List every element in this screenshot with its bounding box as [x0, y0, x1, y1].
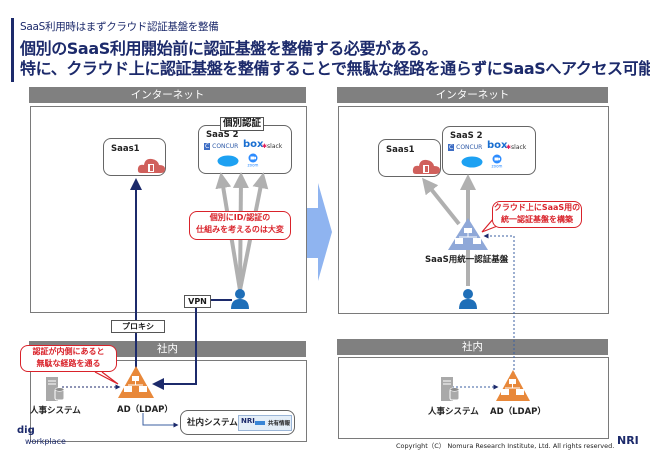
left-user-icon [231, 289, 249, 309]
slide-headline: 個別のSaaS利用開始前に認証基盤を整備する必要がある。 特に、クラウド上に認証… [20, 39, 650, 79]
unified-auth-icon [448, 218, 488, 250]
cloud-auth-callout: クラウド上にSaaS用の 統一認証基盤を構築 [492, 201, 582, 228]
office365-cloud-icon [412, 159, 440, 174]
right-saas2-box[interactable]: SaaS 2 C CONCUR box ✱slack zoom [442, 126, 536, 175]
ad-to-internal-line [142, 413, 179, 428]
right-ad-ldap-icon [496, 370, 530, 401]
title-accent-bar [11, 18, 14, 82]
right-ad-label: AD（LDAP） [490, 407, 546, 417]
proxy-tag: プロキシ [111, 320, 165, 333]
individual-auth-tag: 個別認証 [220, 117, 264, 131]
headline-line-1: 個別のSaaS利用開始前に認証基盤を整備する必要がある。 [20, 39, 438, 58]
box-logo: box [487, 140, 508, 151]
salesforce-logo [217, 155, 239, 167]
saas1-label: Saas1 [111, 144, 140, 154]
saas2-label: SaaS 2 [206, 130, 239, 140]
internal-system-box[interactable]: 社内システム NRI 共有情報 [180, 410, 295, 435]
internal-system-label: 社内システム [187, 418, 238, 428]
nri-logo: NRI [617, 434, 639, 447]
hr-server-icon [46, 377, 65, 401]
left-ad-label: AD（LDAP） [117, 405, 173, 415]
right-intranet-header: 社内 [337, 339, 608, 355]
shared-info-badge: NRI 共有情報 [238, 415, 292, 431]
svg-text:zoom: zoom [248, 163, 259, 168]
headline-line-2: 特に、クラウド上に認証基盤を整備することで無駄な経路を通らずにSaaSへアクセス… [20, 59, 650, 78]
slack-logo: ✱slack [262, 143, 283, 150]
right-hr-server-icon [441, 377, 460, 401]
individual-auth-callout: 個別にID/認証の 仕組みを考えるのは大変 [189, 211, 291, 240]
concur-logo: C CONCUR [204, 143, 239, 150]
right-intranet-zone [338, 357, 609, 439]
concur-logo: C CONCUR [448, 144, 483, 151]
salesforce-logo [461, 156, 483, 168]
digital-workplace-logo-bottom: workplace [25, 437, 66, 446]
zoom-logo: zoom [492, 154, 503, 169]
right-saas1-box[interactable]: Saas1 [378, 139, 441, 177]
right-internet-header: インターネット [337, 87, 608, 103]
ad-sync-dotted-line [483, 233, 515, 378]
inner-auth-callout: 認証が内側にあると 無駄な経路を通る [20, 345, 117, 372]
left-saas1-box[interactable]: Saas1 [103, 138, 166, 176]
right-hr-system-label: 人事システム [428, 407, 479, 417]
left-hr-system-label: 人事システム [30, 406, 81, 416]
office365-cloud-icon [137, 158, 165, 173]
digital-workplace-logo-top: dig [17, 425, 35, 436]
copyright-text: Copyright（C） Nomura Research Institute, … [396, 442, 615, 450]
unified-to-saas1-arrow [422, 177, 461, 226]
vpn-tag: VPN [184, 295, 211, 308]
zoom-logo: zoom [248, 153, 259, 168]
slack-logo: ✱slack [506, 144, 527, 151]
right-user-icon [459, 289, 477, 309]
slide-subtitle: SaaS利用時はまずクラウド認証基盤を整備 [20, 21, 219, 33]
svg-text:zoom: zoom [492, 164, 503, 169]
left-internet-header: インターネット [29, 87, 306, 103]
unified-auth-label: SaaS用統一認証基盤 [425, 255, 509, 265]
ad-ldap-icon [118, 366, 154, 398]
box-logo: box [243, 139, 264, 150]
